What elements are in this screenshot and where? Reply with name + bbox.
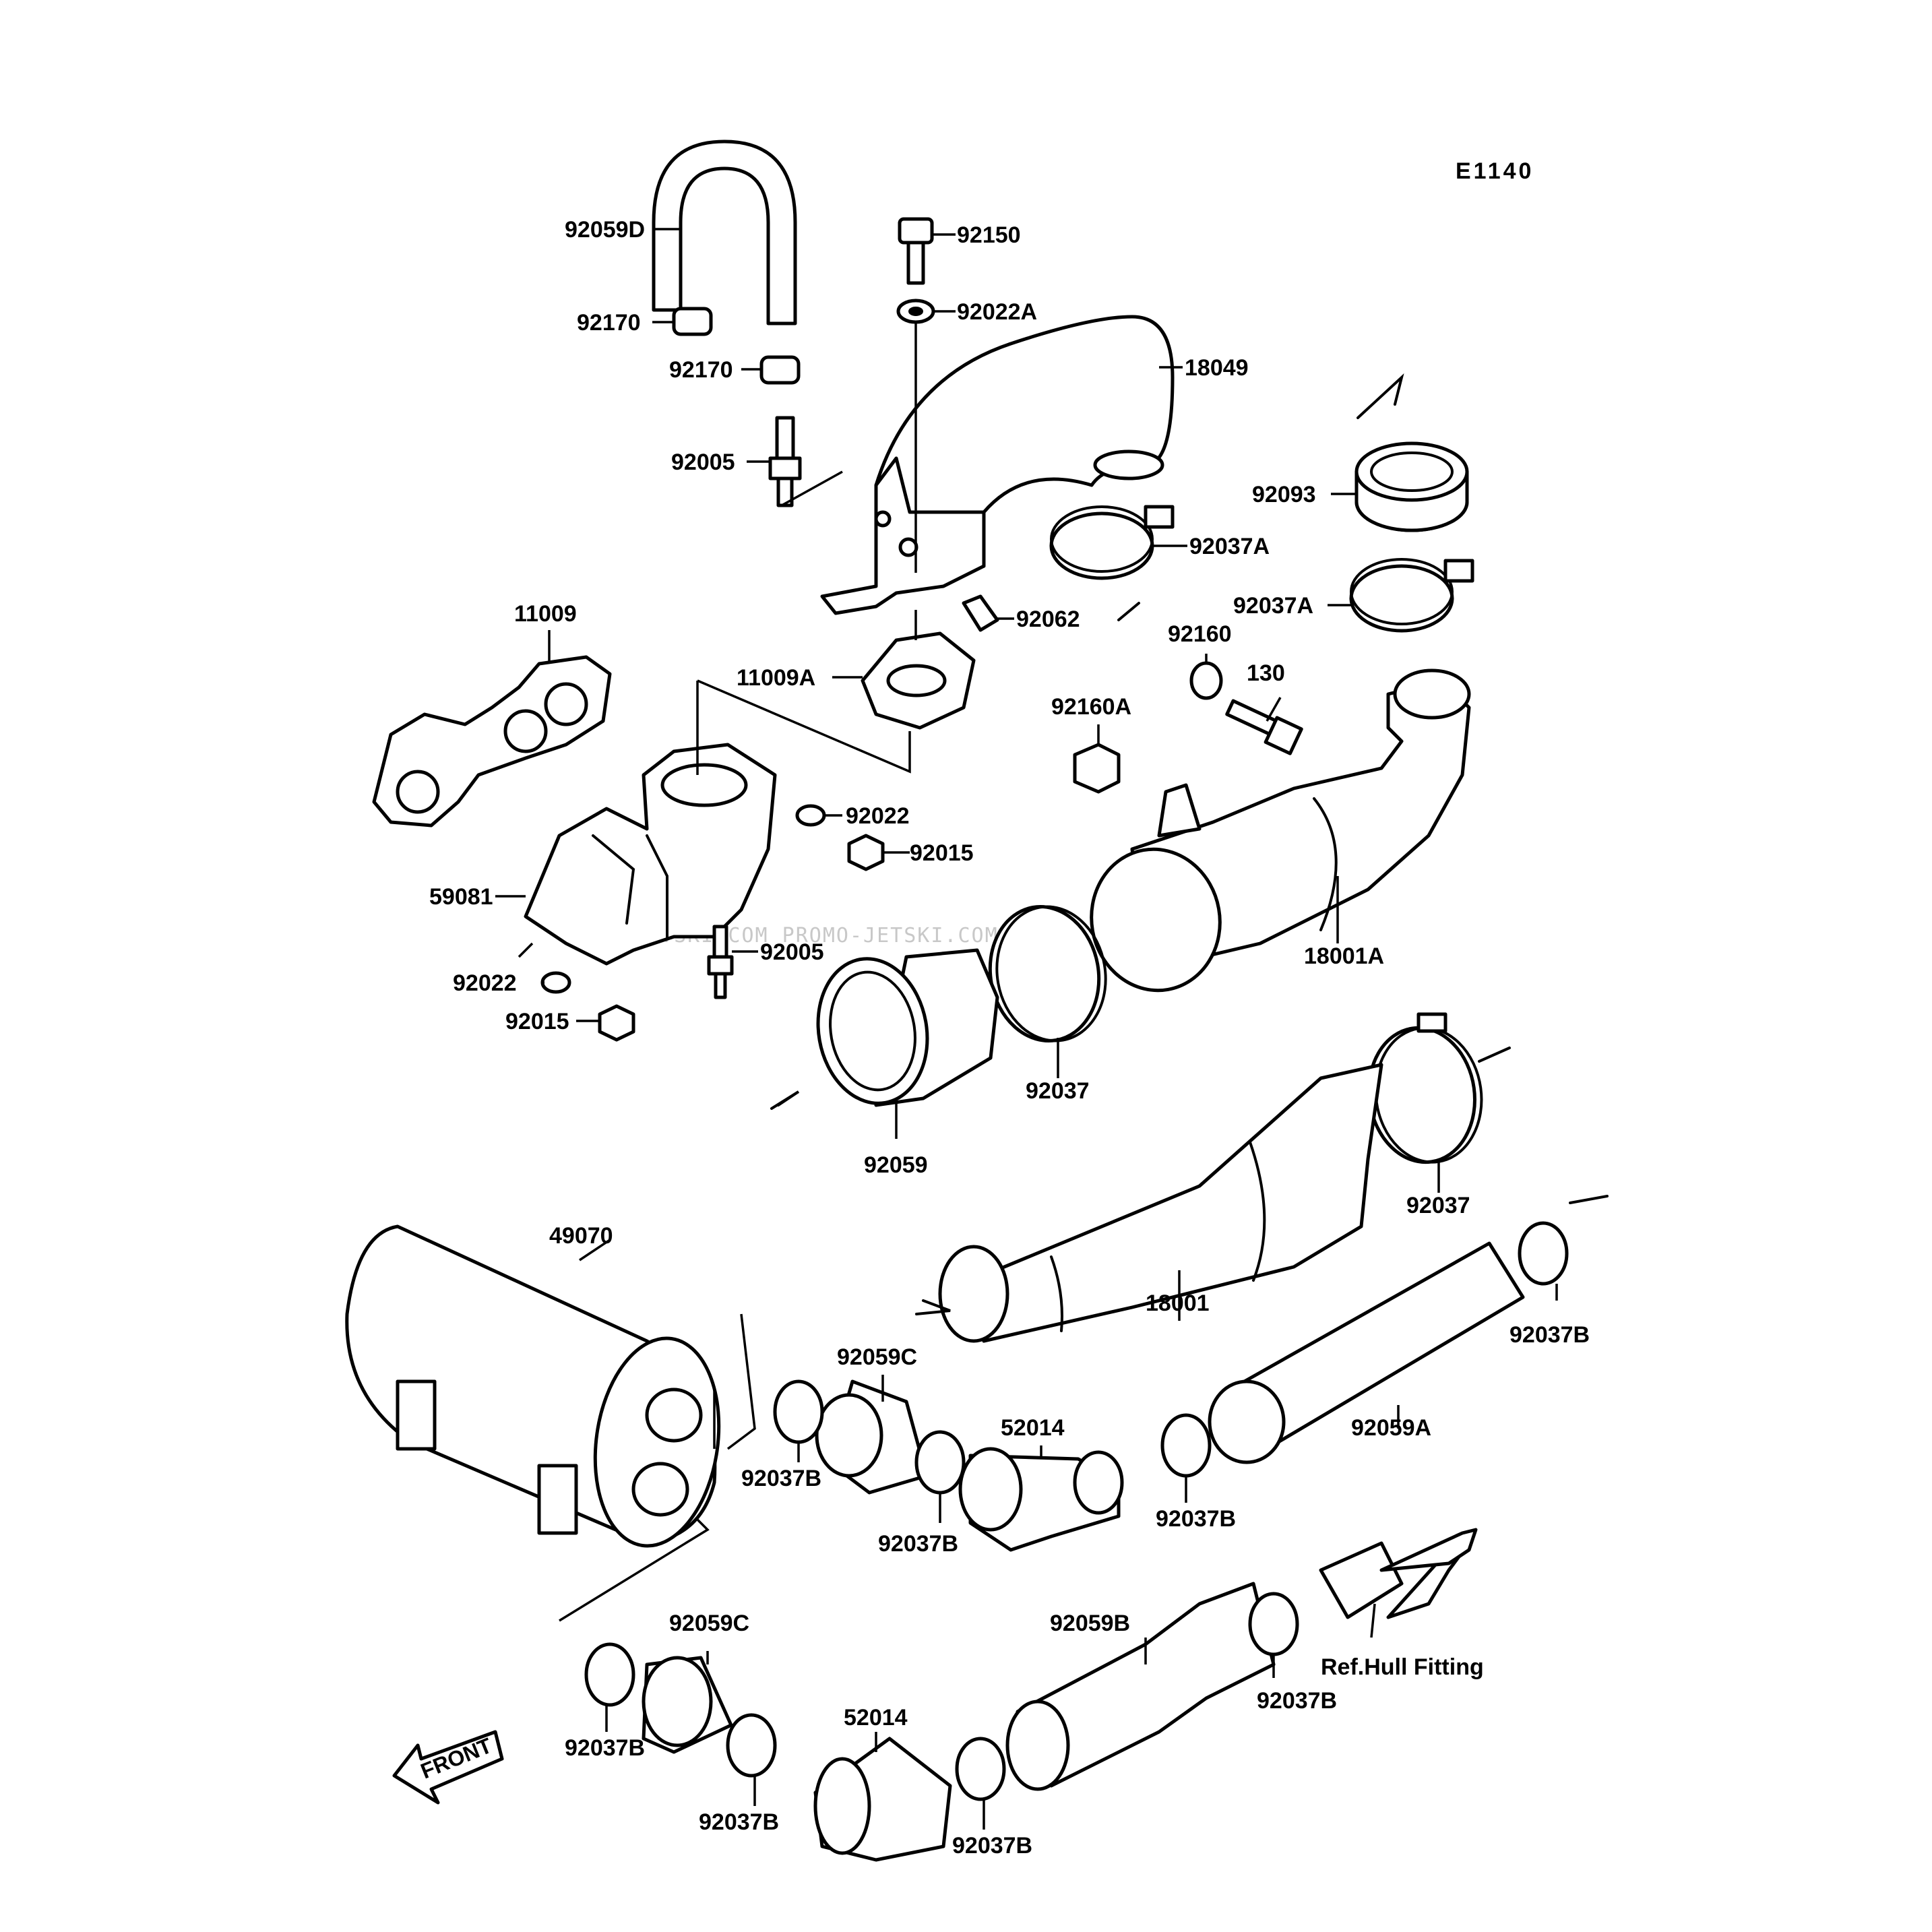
part-label: 92062 <box>1016 606 1080 632</box>
nipple-fitting-part <box>768 416 802 507</box>
part-label: 92037B <box>1257 1688 1337 1714</box>
part-label: 92059A <box>1351 1415 1431 1441</box>
pipe-part <box>1005 1582 1276 1791</box>
short-hose-part <box>642 1656 733 1754</box>
part-labels: 92059D 92150 92022A 92170 92170 18049 92… <box>429 217 1590 1859</box>
front-arrow-icon <box>392 1730 504 1805</box>
part-label: 11009A <box>737 665 815 691</box>
leader-lines <box>495 228 1558 1830</box>
part-label: 11009 <box>514 601 577 627</box>
part-label: 92059C <box>837 1344 917 1370</box>
part-label: 52014 <box>844 1705 908 1731</box>
part-label: 92037A <box>1189 534 1270 559</box>
part-label: 92037 <box>1026 1078 1090 1104</box>
part-label: 92059C <box>669 1611 749 1636</box>
part-label: 92037A <box>1233 593 1313 619</box>
clamp-ring-part <box>988 905 1107 1042</box>
part-label: 92005 <box>760 939 824 965</box>
part-label: 92170 <box>669 357 733 383</box>
part-label: 130 <box>1247 660 1285 686</box>
part-label: 92037 <box>1406 1193 1470 1218</box>
part-label: 92059B <box>1050 1611 1130 1636</box>
part-label: 52014 <box>1001 1415 1065 1441</box>
part-label: 92037B <box>565 1735 645 1761</box>
nipple-fitting-part <box>707 925 734 999</box>
part-label: 92022 <box>846 803 910 829</box>
part-label: 92015 <box>505 1009 569 1034</box>
rubber-hose-part <box>816 948 999 1107</box>
fitting-part <box>962 594 999 632</box>
part-label: 92022A <box>957 299 1037 325</box>
clamp-ring-part <box>1367 1012 1483 1164</box>
direction-mark <box>770 373 1609 1315</box>
part-label: 92037B <box>1156 1506 1236 1532</box>
nut-part <box>598 834 885 1042</box>
expansion-chamber-part <box>1090 668 1471 993</box>
small-clamp-part <box>672 307 801 385</box>
part-label: 18049 <box>1185 355 1249 381</box>
manifold-part <box>524 743 777 966</box>
part-label: 92022 <box>453 970 517 996</box>
part-label: 92170 <box>577 310 641 336</box>
part-label: 49070 <box>549 1223 613 1249</box>
part-label: 18001A <box>1304 943 1384 969</box>
bolt-part <box>896 217 935 324</box>
gasket-part <box>372 655 612 828</box>
rubber-joint-part <box>1354 441 1469 532</box>
water-box-part <box>345 1224 721 1548</box>
cone-pipe-part <box>938 1063 1383 1343</box>
part-label: 92160 <box>1168 621 1232 647</box>
exhaust-pipe-part <box>820 315 1175 615</box>
small-gasket-part <box>861 631 976 730</box>
part-label: 92150 <box>957 222 1021 248</box>
part-label: 92059 <box>864 1152 928 1178</box>
long-hose-part <box>1208 1241 1525 1464</box>
hose-u-part <box>652 139 797 325</box>
hull-fitting-part <box>1319 1528 1478 1619</box>
part-label: 92037B <box>952 1833 1032 1859</box>
part-label: 92160A <box>1051 694 1131 720</box>
part-label: 92015 <box>910 840 974 866</box>
part-label: 92037B <box>741 1466 821 1491</box>
diagram-code: E1140 <box>1456 158 1534 184</box>
large-clamp-part <box>1049 505 1474 633</box>
part-label: 92037B <box>699 1809 779 1835</box>
elbow-hose-part <box>813 1737 952 1862</box>
hull-fitting-label: Ref.Hull Fitting <box>1321 1654 1484 1680</box>
connector-lines <box>518 681 756 1622</box>
elbow-hose-part <box>958 1447 1124 1552</box>
part-label: 59081 <box>429 884 493 910</box>
part-label: 18001 <box>1146 1290 1210 1316</box>
part-label: 92005 <box>671 449 735 475</box>
part-label: 92059D <box>565 217 645 243</box>
short-hose-part <box>815 1379 929 1495</box>
part-label: 92037B <box>878 1531 958 1557</box>
part-label: 92037B <box>1509 1322 1590 1348</box>
part-label: 92093 <box>1252 482 1316 507</box>
